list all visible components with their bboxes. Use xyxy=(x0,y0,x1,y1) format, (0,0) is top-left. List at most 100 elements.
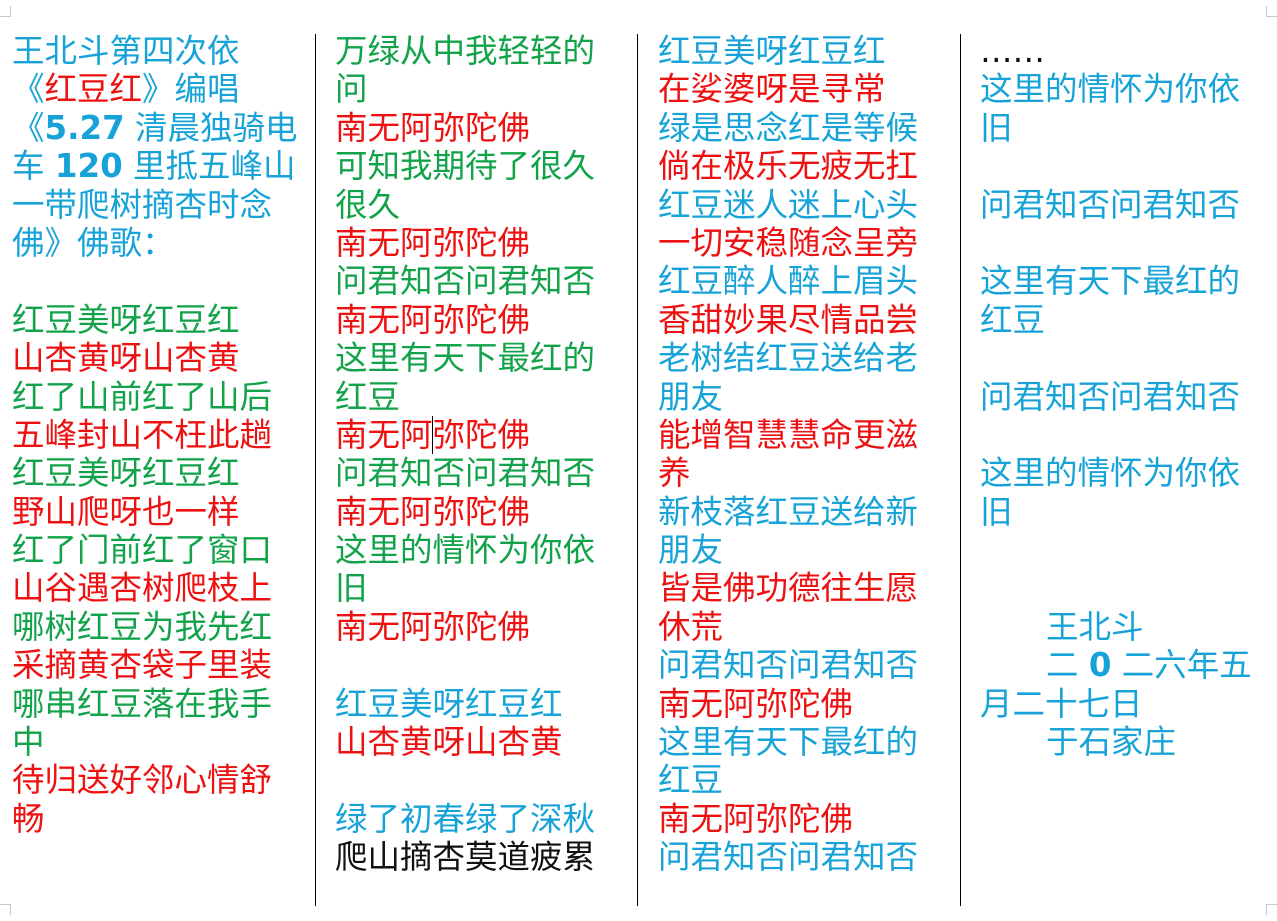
text-run: 这里的情怀为你依 xyxy=(335,531,596,570)
text-line[interactable]: 绿了初春绿了深秋 xyxy=(335,800,595,838)
text-line[interactable]: 这里有天下最红的 xyxy=(658,723,918,761)
text-line[interactable]: 这里的情怀为你依 xyxy=(335,531,595,569)
text-line[interactable]: 哪树红豆为我先红 xyxy=(12,608,298,646)
text-line[interactable]: 南无阿弥陀佛 xyxy=(335,608,595,646)
text-line[interactable]: 香甜妙果尽情品尝 xyxy=(658,301,918,339)
text-line[interactable]: 问君知否问君知否 xyxy=(658,838,918,876)
text-line[interactable]: 休荒 xyxy=(658,608,918,646)
text-line[interactable]: 爬山摘杏莫道疲累 xyxy=(335,838,595,876)
text-line[interactable]: 旧 xyxy=(980,493,1252,531)
text-line[interactable]: 养 xyxy=(658,454,918,492)
text-line[interactable]: 老树结红豆送给老 xyxy=(658,339,918,377)
text-line[interactable]: 野山爬呀也一样 xyxy=(12,493,298,531)
text-run: 问君知否问君知否 xyxy=(980,377,1241,416)
text-line[interactable]: 问君知否问君知否 xyxy=(335,262,595,300)
text-line[interactable]: 采摘黄杏袋子里装 xyxy=(12,646,298,684)
text-line[interactable]: 问 xyxy=(335,70,595,108)
text-line[interactable]: 南无阿弥陀佛 xyxy=(658,685,918,723)
text-line[interactable]: 佛》佛歌： xyxy=(12,224,298,262)
text-line[interactable]: 红豆 xyxy=(658,761,918,799)
text-line[interactable]: 这里的情怀为你依 xyxy=(980,454,1252,492)
text-line[interactable]: 在娑婆呀是寻常 xyxy=(658,70,918,108)
text-line[interactable]: 畅 xyxy=(12,800,298,838)
text-line[interactable]: 红豆美呀红豆红 xyxy=(12,301,298,339)
text-run: 畅 xyxy=(12,799,45,838)
text-line[interactable]: 旧 xyxy=(980,109,1252,147)
text-run: 《 xyxy=(12,70,45,109)
blank-line[interactable] xyxy=(980,339,1252,377)
text-line[interactable]: 王北斗第四次依 xyxy=(12,32,298,70)
blank-line[interactable] xyxy=(980,569,1252,607)
text-run: 这里的情怀为你依 xyxy=(980,454,1241,493)
text-line[interactable]: 朋友 xyxy=(658,378,918,416)
blank-line[interactable] xyxy=(980,531,1252,569)
text-line[interactable]: 红豆醉人醉上眉头 xyxy=(658,262,918,300)
text-line[interactable]: 红豆 xyxy=(335,378,595,416)
text-line[interactable]: 绿是思念红是等候 xyxy=(658,109,918,147)
text-line[interactable]: 哪串红豆落在我手 xyxy=(12,685,298,723)
text-line[interactable]: 山杏黄呀山杏黄 xyxy=(335,723,595,761)
text-line[interactable]: 山杏黄呀山杏黄 xyxy=(12,339,298,377)
text-line[interactable]: 于石家庄 xyxy=(980,723,1252,761)
text-column-1[interactable]: 王北斗第四次依《红豆红》编唱《5.27 清晨独骑电车 120 里抵五峰山一带爬树… xyxy=(12,32,298,838)
text-run: 清晨独骑电 xyxy=(124,108,298,147)
text-line[interactable]: 二 0 二六年五 xyxy=(980,646,1252,684)
text-line[interactable]: 红了门前红了窗口 xyxy=(12,531,298,569)
text-run: 很久 xyxy=(335,185,401,224)
text-line[interactable]: 可知我期待了很久 xyxy=(335,147,595,185)
text-run: 红了山前红了山后 xyxy=(12,377,273,416)
blank-line[interactable] xyxy=(980,224,1252,262)
text-line[interactable]: 问君知否问君知否 xyxy=(335,454,595,492)
text-line[interactable]: 红豆美呀红豆红 xyxy=(12,454,298,492)
page-corner-mark xyxy=(1266,6,1277,17)
blank-line[interactable] xyxy=(12,262,298,300)
text-line[interactable]: 《红豆红》编唱 xyxy=(12,70,298,108)
text-line[interactable]: 中 xyxy=(12,723,298,761)
text-line[interactable]: 红了山前红了山后 xyxy=(12,378,298,416)
text-line[interactable]: 问君知否问君知否 xyxy=(980,186,1252,224)
text-line[interactable]: 车 120 里抵五峰山 xyxy=(12,147,298,185)
text-line[interactable]: 红豆美呀红豆红 xyxy=(658,32,918,70)
blank-line[interactable] xyxy=(980,416,1252,454)
text-line[interactable]: 朋友 xyxy=(658,531,918,569)
text-line[interactable]: 旧 xyxy=(335,569,595,607)
text-run: 问君知否问君知否 xyxy=(658,646,919,685)
text-line[interactable]: 万绿从中我轻轻的 xyxy=(335,32,595,70)
text-line[interactable]: 南无阿弥陀佛 xyxy=(335,416,595,454)
text-line[interactable]: 南无阿弥陀佛 xyxy=(335,109,595,147)
text-line[interactable]: 南无阿弥陀佛 xyxy=(335,224,595,262)
text-line[interactable]: 一带爬树摘杏时念 xyxy=(12,186,298,224)
text-column-2[interactable]: 万绿从中我轻轻的问南无阿弥陀佛可知我期待了很久很久南无阿弥陀佛问君知否问君知否南… xyxy=(335,32,595,877)
blank-line[interactable] xyxy=(335,761,595,799)
text-line[interactable]: 《5.27 清晨独骑电 xyxy=(12,109,298,147)
text-line[interactable]: …… xyxy=(980,32,1252,70)
text-line[interactable]: 南无阿弥陀佛 xyxy=(335,301,595,339)
text-line[interactable]: 红豆 xyxy=(980,301,1252,339)
text-line[interactable]: 这里的情怀为你依 xyxy=(980,70,1252,108)
text-line[interactable]: 五峰封山不枉此趟 xyxy=(12,416,298,454)
blank-line[interactable] xyxy=(335,646,595,684)
text-line[interactable]: 很久 xyxy=(335,186,595,224)
text-column-4[interactable]: ……这里的情怀为你依旧问君知否问君知否这里有天下最红的红豆问君知否问君知否这里的… xyxy=(980,32,1252,761)
text-line[interactable]: 这里有天下最红的 xyxy=(335,339,595,377)
text-column-3[interactable]: 红豆美呀红豆红在娑婆呀是寻常绿是思念红是等候倘在极乐无疲无扛红豆迷人迷上心头一切… xyxy=(658,32,918,877)
blank-line[interactable] xyxy=(980,147,1252,185)
text-line[interactable]: 红豆迷人迷上心头 xyxy=(658,186,918,224)
text-line[interactable]: 王北斗 xyxy=(980,608,1252,646)
text-run: 一带爬树摘杏时念 xyxy=(12,185,273,224)
text-line[interactable]: 问君知否问君知否 xyxy=(658,646,918,684)
text-line[interactable]: 南无阿弥陀佛 xyxy=(658,800,918,838)
text-line[interactable]: 倘在极乐无疲无扛 xyxy=(658,147,918,185)
text-line[interactable]: 南无阿弥陀佛 xyxy=(335,493,595,531)
text-line[interactable]: 问君知否问君知否 xyxy=(980,378,1252,416)
text-line[interactable]: 月二十七日 xyxy=(980,685,1252,723)
text-line[interactable]: 山谷遇杏树爬枝上 xyxy=(12,569,298,607)
text-line[interactable]: 一切安稳随念呈旁 xyxy=(658,224,918,262)
text-line[interactable]: 新枝落红豆送给新 xyxy=(658,493,918,531)
text-line[interactable]: 待归送好邻心情舒 xyxy=(12,761,298,799)
text-run: 红了门前红了窗口 xyxy=(12,531,273,570)
text-line[interactable]: 这里有天下最红的 xyxy=(980,262,1252,300)
text-line[interactable]: 能增智慧慧命更滋 xyxy=(658,416,918,454)
text-line[interactable]: 红豆美呀红豆红 xyxy=(335,685,595,723)
text-line[interactable]: 皆是佛功德往生愿 xyxy=(658,569,918,607)
